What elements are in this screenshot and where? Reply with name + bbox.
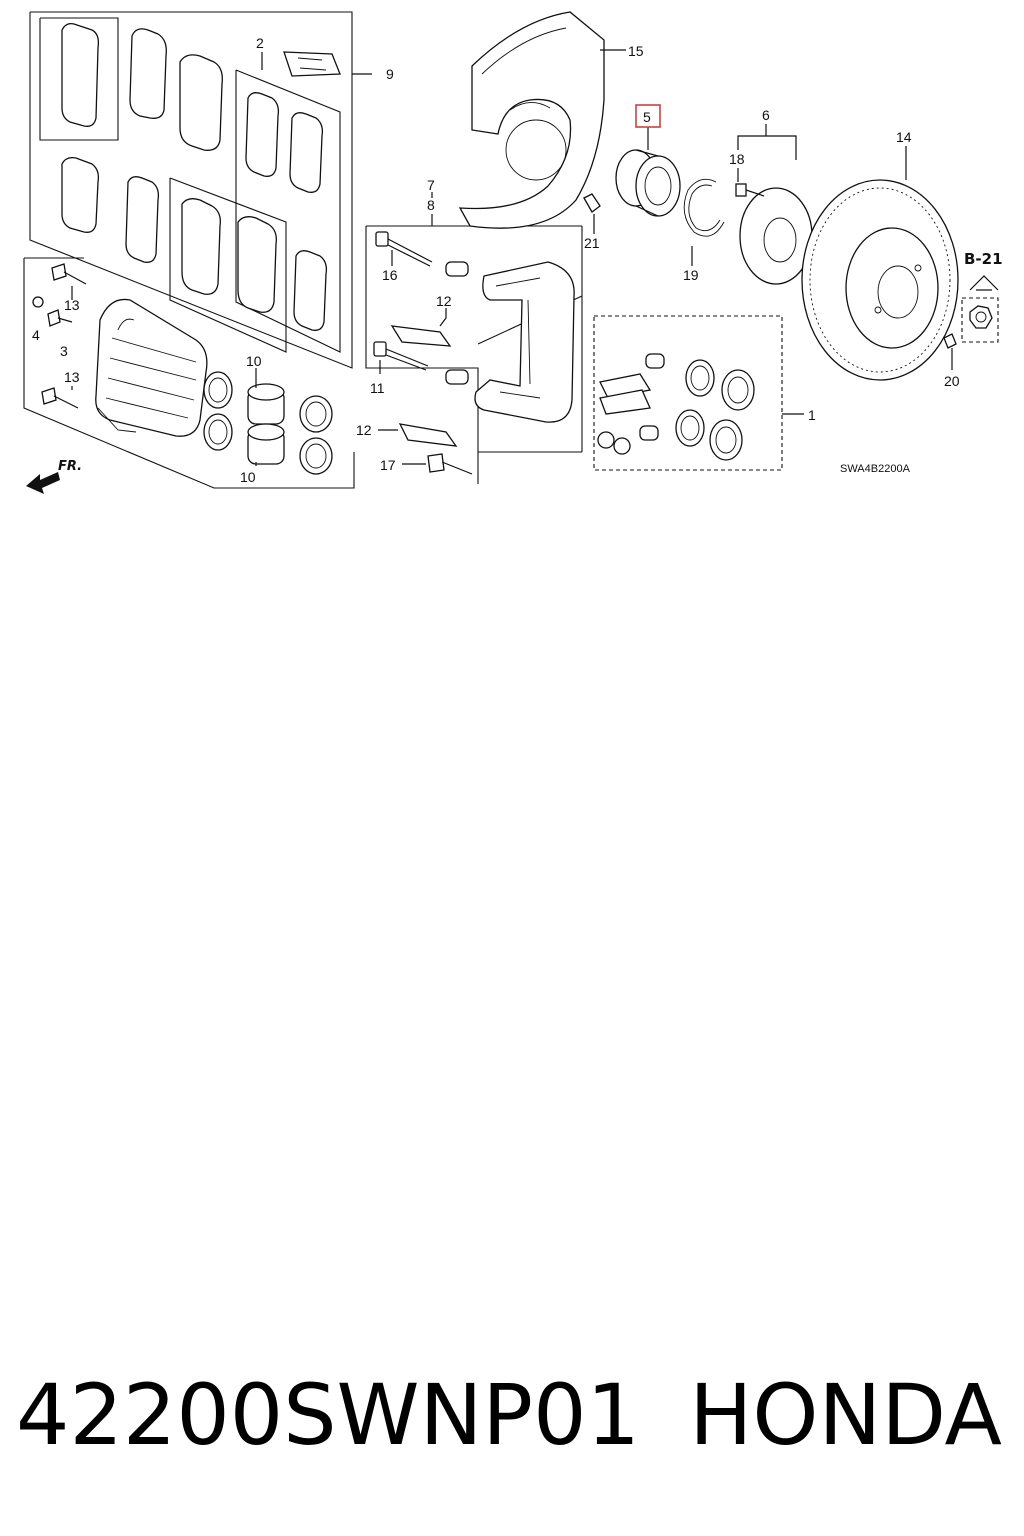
- wheel-bearing: [615, 149, 681, 217]
- reference-label: B-21: [964, 250, 1003, 268]
- callout-10a: 10: [246, 353, 262, 369]
- callout-19: 19: [683, 267, 699, 283]
- callout-10b: 10: [240, 469, 256, 485]
- caliper-body-group: [23, 257, 355, 489]
- callout-2: 2: [256, 35, 264, 51]
- callout-16: 16: [382, 267, 398, 283]
- brand-name: HONDA: [689, 1366, 1002, 1464]
- callout-15: 15: [628, 43, 644, 59]
- callout-7: 7: [427, 177, 435, 193]
- front-direction-marker: FR.: [26, 459, 82, 494]
- callout-13b: 13: [64, 369, 80, 385]
- callout-8: 8: [427, 197, 435, 213]
- front-arrow-icon: [26, 472, 60, 494]
- callout-18: 18: [729, 151, 745, 167]
- splash-shield: [458, 11, 605, 229]
- callout-5: 5: [643, 109, 651, 125]
- callout-13a: 13: [64, 297, 80, 313]
- wheel-hub: [735, 183, 813, 285]
- callout-12a: 12: [436, 293, 452, 309]
- front-label: FR.: [58, 459, 82, 474]
- callout-17: 17: [380, 457, 396, 473]
- callout-14: 14: [896, 129, 912, 145]
- circlip: [683, 178, 725, 237]
- callout-3: 3: [60, 343, 68, 359]
- leader-lines: [71, 49, 953, 466]
- highlight-box-5: [635, 104, 661, 128]
- part-number: 42200SWNP01: [16, 1366, 640, 1464]
- drawing-code: SWA4B2200A: [840, 463, 911, 475]
- callout-9: 9: [386, 66, 394, 82]
- callout-11: 11: [370, 380, 385, 396]
- callout-12b: 12: [356, 422, 372, 438]
- callout-21: 21: [584, 235, 600, 251]
- caption-bar: 42200SWNP01 HONDA: [0, 1360, 1024, 1480]
- parts-diagram: 1 2 3 4 5 6 7 8 9 10 10 11 12 12 13 13 1…: [23, 11, 1003, 494]
- caliper-bracket-group: [365, 225, 583, 484]
- callout-20: 20: [944, 373, 960, 389]
- callout-1: 1: [808, 407, 816, 423]
- callout-4: 4: [32, 327, 40, 343]
- brake-pad-group: [29, 11, 353, 369]
- callout-6: 6: [762, 107, 770, 123]
- seal-kit-group: [593, 315, 783, 471]
- brake-disc: [801, 179, 999, 381]
